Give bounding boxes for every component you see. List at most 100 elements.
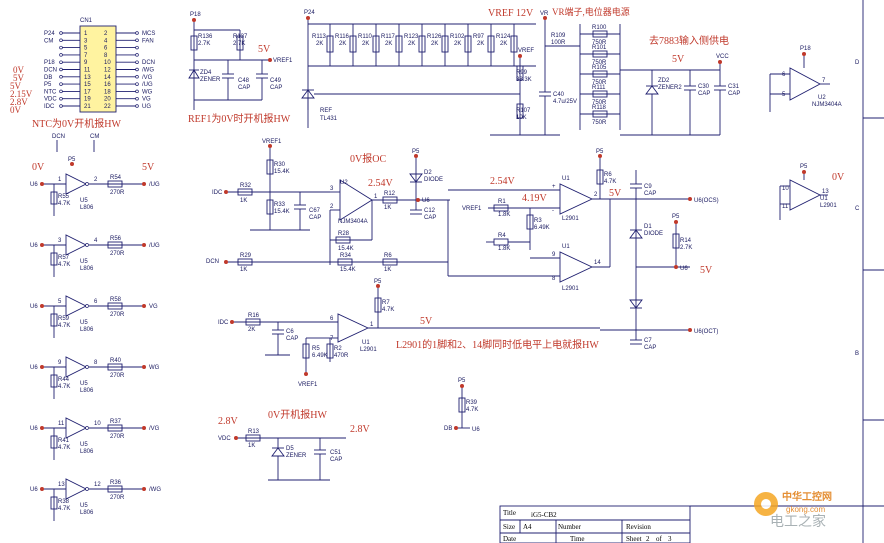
- buffer-out-pin: 10: [94, 421, 101, 427]
- svg-text:C6: C6: [286, 329, 294, 335]
- svg-text:7: 7: [330, 336, 334, 342]
- vdc-28-note-b: 2.8V: [350, 424, 371, 435]
- l2901-comparator-block: 2.54V 4.19V VREF1 R1 1.8K R3 6.49K R4 1.…: [448, 149, 719, 351]
- svg-text:CAP: CAP: [270, 85, 282, 91]
- left-voltage-4: 2.8V: [10, 97, 28, 107]
- input-7883-note: 去7883输入侧供电: [649, 34, 729, 47]
- left-voltage-2: 5V: [10, 81, 22, 91]
- buffer-resistor: [107, 363, 123, 371]
- buffer-pull-value: 4.7K: [58, 445, 70, 451]
- svg-text:P5: P5: [374, 279, 382, 285]
- buffer-pull-value: 4.7K: [58, 201, 70, 207]
- svg-text:ZENER2: ZENER2: [658, 85, 682, 91]
- svg-text:R137: R137: [233, 34, 248, 40]
- svg-text:中华工控网: 中华工控网: [782, 490, 832, 503]
- db-pullup-block: P5 R39 4.7K DB U6: [444, 378, 480, 433]
- ladder-resistor: [510, 35, 518, 53]
- svg-text:DIODE: DIODE: [644, 231, 663, 237]
- connector-left-signal: VDC: [44, 97, 57, 103]
- buffer-resistor: [107, 424, 123, 432]
- r750-value: 750R: [592, 120, 607, 126]
- connector-pin-5: 5: [84, 46, 88, 52]
- svg-text:R5: R5: [312, 346, 320, 352]
- svg-text:U2: U2: [818, 95, 826, 101]
- buffer-res-value: 270R: [110, 190, 125, 196]
- buffer-pulldown: [50, 313, 58, 327]
- idc-5v-note: 5V: [420, 316, 433, 327]
- buffer-chip: U5: [80, 442, 88, 448]
- buffer-res-name: R56: [110, 236, 122, 242]
- svg-text:10: 10: [782, 186, 789, 192]
- svg-text:1.8K: 1.8K: [498, 246, 510, 252]
- buffer-pulldown: [50, 496, 58, 510]
- connector-pin-11: 11: [84, 68, 91, 74]
- svg-text:TL431: TL431: [320, 116, 338, 122]
- buffer-output-label: WG: [149, 365, 160, 371]
- connector-left-signal: NTC: [44, 89, 57, 95]
- svg-text:C9: C9: [644, 184, 652, 190]
- svg-text:R14: R14: [680, 238, 692, 244]
- buffer-pull-value: 4.7K: [58, 323, 70, 329]
- r750-name: R100: [592, 25, 607, 31]
- buffer-chip: U5: [80, 381, 88, 387]
- svg-text:CAP: CAP: [286, 336, 298, 342]
- svg-text:C31: C31: [728, 84, 740, 90]
- svg-text:6.49K: 6.49K: [534, 225, 550, 231]
- vref12-note: VREF 12V: [488, 8, 534, 19]
- svg-text:U1: U1: [562, 244, 570, 250]
- svg-text:R12: R12: [384, 191, 396, 197]
- svg-text:CAP: CAP: [698, 91, 710, 97]
- ladder-res-value: 2K: [316, 41, 323, 47]
- buffer-output-label: /UG: [149, 182, 160, 188]
- svg-text:P5: P5: [412, 149, 420, 155]
- svg-text:R34: R34: [340, 253, 352, 259]
- ladder-res-value: 2K: [477, 41, 484, 47]
- ov-hw-note: 0V开机报HW: [268, 408, 327, 421]
- buffer-pulldown: [50, 252, 58, 266]
- r750-name: R118: [592, 105, 607, 111]
- connector-pin-4: 4: [104, 38, 108, 44]
- buffer-output-label: /VG: [149, 426, 160, 432]
- size-value: A4: [523, 523, 532, 531]
- buffer-res-name: R54: [110, 175, 122, 181]
- svg-text:4.7K: 4.7K: [382, 307, 394, 313]
- svg-text:P18: P18: [190, 12, 201, 18]
- comp-5v-note: 5V: [609, 188, 622, 199]
- svg-text:C67: C67: [309, 208, 321, 214]
- svg-text:Time: Time: [570, 535, 585, 543]
- buffer-in-pin: 5: [58, 299, 62, 305]
- svg-text:DCN: DCN: [206, 259, 219, 265]
- svg-text:Number: Number: [558, 523, 582, 531]
- buffer-pull-name: R38: [58, 499, 70, 505]
- title-block: Title iG5-CB2 Size A4 Number Revision Da…: [499, 505, 884, 543]
- ladder-res-name: R126: [427, 34, 442, 40]
- svg-text:VREF: VREF: [518, 48, 534, 54]
- buffer-res-value: 270R: [110, 434, 125, 440]
- svg-text:5: 5: [782, 92, 786, 98]
- buffer-chip-type: L806: [80, 266, 94, 272]
- ntc-note: NTC为0V开机报HW: [32, 117, 121, 130]
- buffer-pull-value: 4.7K: [58, 506, 70, 512]
- connector-pin-17: 17: [84, 89, 91, 95]
- connector-right-signal: MCS: [142, 31, 155, 37]
- ladder-resistor: [418, 35, 426, 53]
- connector-pin-10: 10: [104, 60, 111, 66]
- svg-text:DIODE: DIODE: [424, 177, 443, 183]
- svg-text:R4: R4: [498, 233, 506, 239]
- dcn-top-label: DCN: [52, 134, 65, 140]
- buffer-in-pin: 11: [58, 421, 65, 427]
- svg-text:gkong.com: gkong.com: [786, 505, 825, 514]
- buffer-output-label: /WG: [149, 487, 161, 493]
- r750-value: 750R: [592, 60, 607, 66]
- connector-pin-6: 6: [104, 46, 108, 52]
- svg-text:6: 6: [782, 72, 786, 78]
- connector-left-signal: CM: [44, 38, 53, 44]
- title-label: Title: [503, 509, 516, 517]
- ladder-res-value: 2K: [500, 41, 507, 47]
- buffer-u6-label: U6: [30, 365, 38, 371]
- svg-text:R13: R13: [248, 429, 260, 435]
- buffer-in-pin: 1: [58, 177, 62, 183]
